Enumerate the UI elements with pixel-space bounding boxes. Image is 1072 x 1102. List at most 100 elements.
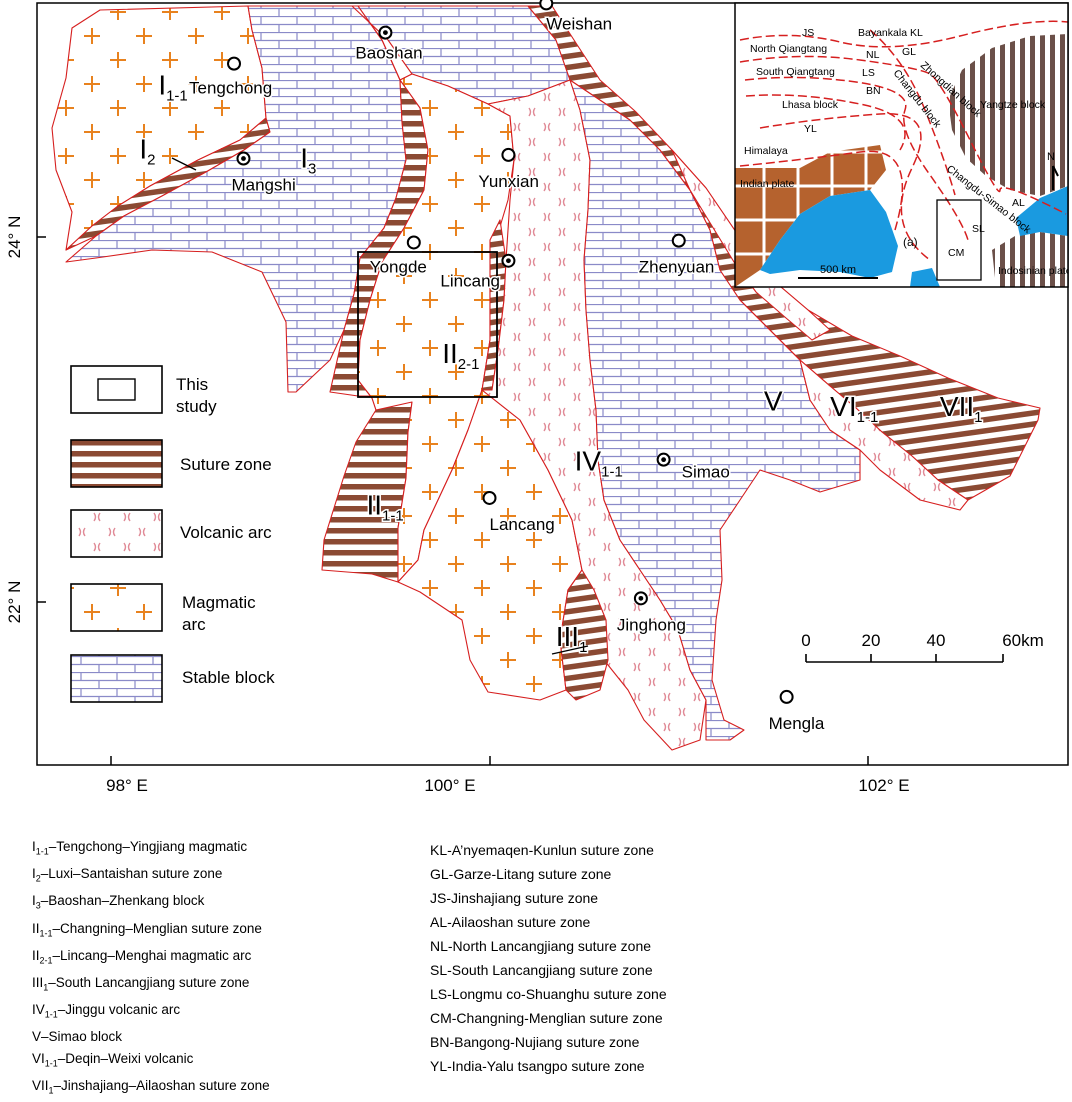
abbreviation-row: V–Simao block (32, 1029, 123, 1045)
zone-label: V (764, 385, 783, 416)
inset-label: SL (972, 223, 985, 235)
abbreviation-row: SL-South Lancangjiang suture zone (430, 962, 653, 978)
inset-label: Indian plate (740, 178, 794, 190)
inset-sea-bengal (760, 190, 898, 278)
legend-volcanic-swatch (70, 509, 163, 558)
unit-south-lancangjiang-suture (559, 569, 609, 701)
city-yunxian: Yunxian (477, 147, 540, 192)
inset-label: AL (1012, 197, 1025, 209)
zone-label: II2-1 (442, 338, 479, 373)
inset-label: Bayankala KL (858, 27, 923, 39)
city-label: Lancang (490, 515, 555, 534)
city-label: Weishan (546, 14, 612, 33)
legend-stable-label: Stable block (182, 668, 275, 687)
city-baoshan: Baoshan (354, 25, 424, 64)
legend-magmatic-label: Magmatic arc (182, 593, 260, 634)
zone-label: I2 (139, 134, 155, 169)
abbreviation-row: I2–Luxi–Santaishan suture zone (32, 866, 223, 884)
city-label: Mengla (769, 714, 825, 733)
scale-tick-40: 40 (927, 631, 946, 650)
city-label: Zhenyuan (639, 258, 715, 277)
legend-this-study-inner (97, 378, 136, 401)
legend-volcanic-label: Volcanic arc (180, 523, 272, 542)
inset-indosinian (992, 232, 1068, 287)
city-lancang: Lancang (482, 490, 556, 535)
inset-label: GL (902, 46, 916, 58)
city-label: Mangshi (231, 176, 295, 195)
zone-label: I3 (300, 143, 316, 178)
inset-indian-plate (735, 145, 886, 287)
inset-scale-label: 500 km (820, 264, 856, 276)
inset-north-label: N (1047, 151, 1055, 163)
lon-label-98: 98° E (106, 776, 148, 795)
city-label: Lincang (440, 272, 500, 291)
abbreviation-row: VII1–Jinshajiang–Ailaoshan suture zone (32, 1078, 270, 1096)
lon-label-100: 100° E (424, 776, 475, 795)
inset-label-a: (a) (903, 235, 918, 249)
lon-label-102: 102° E (858, 776, 909, 795)
abbreviation-row: GL-Garze-Litang suture zone (430, 866, 612, 882)
abbreviation-row: VI1-1–Deqin–Weixi volcanic (32, 1050, 194, 1069)
city-marker (539, 0, 554, 11)
city-yongde: Yongde (368, 235, 428, 278)
lat-lon-ticks (37, 236, 869, 765)
inset-label: South Qiangtang (756, 66, 835, 78)
inset-label: North Qiangtang (750, 43, 827, 55)
city-capital-dot (506, 258, 511, 264)
city-marker (501, 147, 516, 162)
city-weishan: Weishan (539, 0, 614, 35)
legend: This study Suture zone Volcanic arc Magm… (70, 365, 275, 703)
legend-magmatic-swatch (70, 583, 163, 632)
abbreviation-row: KL-A’nyemaqen-Kunlun suture zone (430, 842, 654, 858)
city-marker (227, 56, 242, 71)
abbreviation-row: IV1-1–Jinggu volcanic arc (32, 1002, 181, 1020)
city-capital-dot (661, 457, 667, 463)
legend-suture-swatch (70, 439, 163, 488)
inset-label: BN (866, 85, 881, 97)
inset-label: Himalaya (744, 145, 788, 157)
scale-bar (805, 654, 1004, 663)
inset-label: YL (804, 123, 817, 135)
inset-label: CM (948, 247, 964, 259)
city-jinghong: Jinghong (615, 591, 687, 636)
inset-north-arrow (1052, 165, 1059, 190)
city-mangshi: Mangshi (230, 151, 297, 196)
abbreviation-row: I1-1–Tengchong–Yingjiang magmatic (32, 839, 248, 857)
scale-tick-0: 0 (801, 631, 810, 650)
lat-label-22: 22° N (5, 581, 24, 624)
abbreviation-row: LS-Longmu co-Shuanghu suture zone (430, 986, 667, 1002)
city-label: Tengchong (189, 79, 272, 98)
inset-study-box (936, 199, 982, 281)
city-lincang: Lincang (439, 253, 516, 292)
inset-frame (734, 2, 1069, 288)
zone-label: VI1-1 (830, 391, 878, 426)
city-simao: Simao (656, 452, 731, 483)
study-area-box[interactable] (357, 251, 498, 398)
inset-label: NL (866, 49, 880, 61)
legend-suture-label: Suture zone (180, 455, 272, 474)
abbreviation-row: II1-1–Changning–Menglian suture zone (32, 920, 262, 939)
legend-this-study-label: This study (176, 375, 217, 416)
abbreviation-row: AL-Ailaoshan suture zone (430, 914, 591, 930)
lat-label-24: 24° N (5, 216, 24, 259)
abbreviation-row: III1–South Lancangjiang suture zone (32, 974, 250, 993)
city-label: Baoshan (355, 44, 422, 63)
city-marker (482, 490, 497, 505)
city-capital-dot (241, 156, 246, 161)
geologic-units (51, 5, 1041, 751)
city-zhenyuan: Zhenyuan (637, 233, 716, 278)
city-tengchong: Tengchong (188, 56, 274, 99)
inset-label: Yangtze block (980, 99, 1046, 111)
inset-label: JS (802, 27, 814, 39)
zone-label: II1-1 (366, 489, 403, 524)
inset-label: Lhasa block (782, 99, 839, 111)
legend-this-study-swatch (70, 365, 163, 414)
inset-label: LS (862, 67, 875, 79)
abbreviation-row: II2-1–Lincang–Menghai magmatic arc (32, 947, 252, 966)
zone-label: VII1 (940, 391, 983, 426)
